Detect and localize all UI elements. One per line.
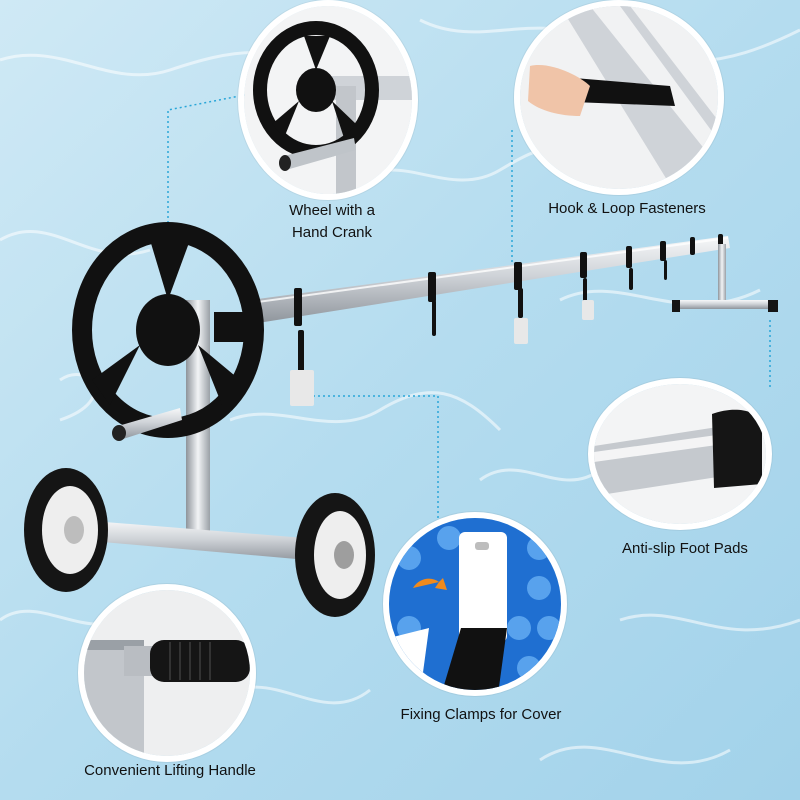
label-wheel-crank-line1: Wheel with a [289,202,375,219]
right-stand [672,244,778,312]
label-lifting-handle: Convenient Lifting Handle [84,762,256,779]
inset-lifting-handle [78,584,256,762]
hook-loop-straps [290,234,723,406]
inset-hook-loop [514,0,724,195]
inset-foot-pads [588,378,772,530]
inset-fixing-clamps [383,512,567,696]
label-wheel-crank: Wheel with a Hand Crank [262,200,402,244]
label-wheel-crank-line2: Hand Crank [291,224,373,241]
inset-wheel-crank [238,0,418,200]
connector-wheel [167,89,271,232]
connector-clamp [308,395,439,532]
label-hook-loop: Hook & Loop Fasteners [548,200,706,217]
right-wheel [295,493,375,617]
label-foot-pads: Anti-slip Foot Pads [622,540,748,557]
label-fixing-clamps: Fixing Clamps for Cover [400,706,562,723]
left-wheel [24,468,108,592]
crank-wheel [72,222,264,441]
connector-lines [167,89,771,532]
roller-tube [249,236,730,324]
